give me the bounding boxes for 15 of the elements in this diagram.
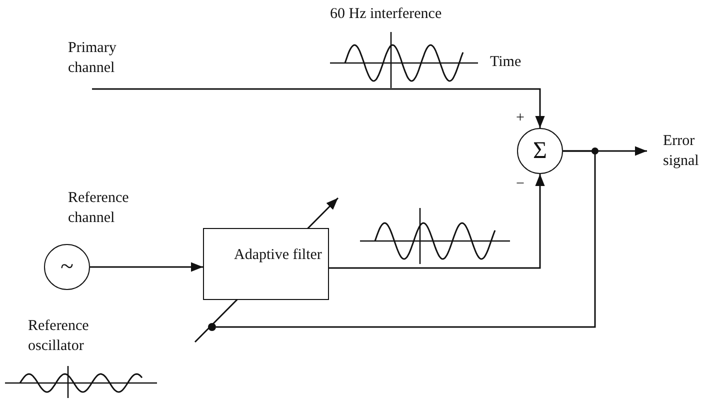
arrow [329, 174, 545, 269]
signal-label: Primary channel [64, 36, 144, 89]
sign-label: + [516, 109, 524, 128]
arrow [92, 88, 545, 128]
summing-junction: Σ [517, 128, 563, 174]
junction-dot [208, 323, 216, 331]
axis-label: Time [490, 53, 522, 72]
oscillator-symbol: ~ [44, 244, 90, 290]
process-box: Adaptive filter [203, 228, 329, 300]
signal-label: Error signal [647, 128, 713, 174]
waveform-title: 60 Hz interference [330, 5, 442, 24]
signal-label: Reference oscillator [28, 317, 90, 356]
sign-label: − [516, 175, 524, 194]
signal-label: Reference channel [68, 189, 130, 228]
arrow [90, 262, 203, 272]
